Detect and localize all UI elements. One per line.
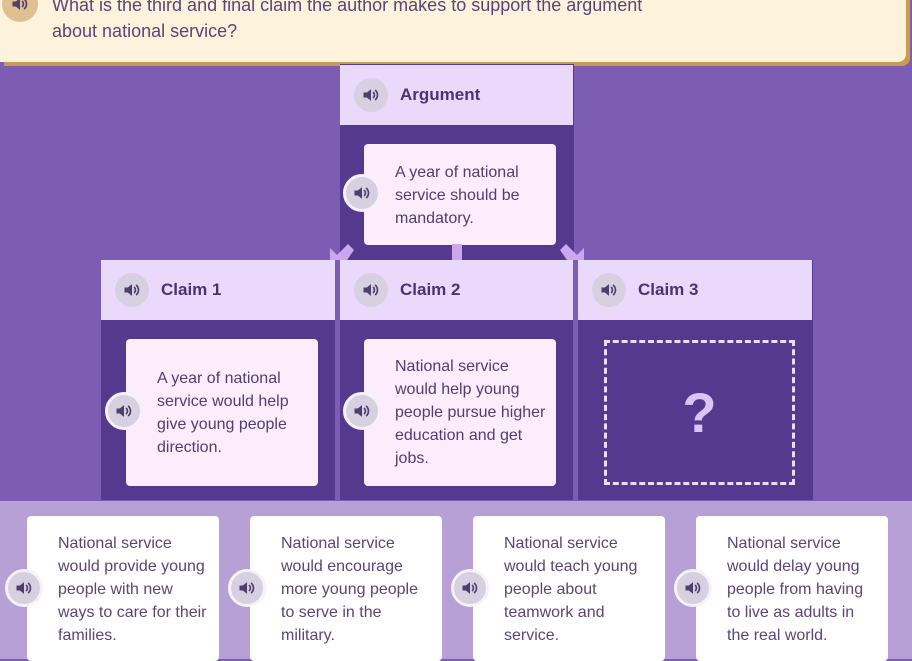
option-1-speaker-button[interactable] (5, 569, 43, 607)
claim-3-header: Claim 3 (578, 260, 812, 320)
placeholder-question-mark: ? (682, 381, 717, 444)
argument-header: Argument (340, 65, 573, 125)
argument-speaker-button[interactable] (354, 78, 388, 112)
option-card-2[interactable]: National service would encourage more yo… (228, 516, 442, 661)
option-4-text: National service would delay young peopl… (727, 535, 864, 644)
speaker-icon (460, 578, 480, 598)
claim-1-text: A year of national service would help gi… (157, 370, 289, 456)
option-1-text: National service would provide young peo… (58, 535, 207, 644)
claim-3-drop-zone[interactable]: ? (604, 340, 795, 485)
claim-2-speaker-button[interactable] (354, 273, 388, 307)
speaker-icon (114, 401, 134, 421)
speaker-icon (237, 578, 257, 598)
speaker-icon (352, 183, 372, 203)
column-divider (335, 260, 340, 500)
argument-header-label: Argument (400, 85, 481, 104)
option-4-speaker-button[interactable] (674, 569, 712, 607)
column-divider (573, 260, 578, 500)
speaker-icon (361, 280, 381, 300)
claim-3-header-label: Claim 3 (638, 280, 699, 299)
option-3-text: National service would teach young peopl… (504, 535, 638, 644)
speaker-icon (10, 0, 30, 14)
option-card-1[interactable]: National service would provide young peo… (5, 516, 219, 661)
option-3-speaker-button[interactable] (451, 569, 489, 607)
argument-card: A year of national service should be man… (343, 144, 556, 245)
option-2-text: National service would encourage more yo… (281, 535, 418, 644)
claim-2-header-label: Claim 2 (400, 280, 461, 299)
option-card-3[interactable]: National service would teach young peopl… (451, 516, 665, 661)
speaker-icon (683, 578, 703, 598)
claim-1-card-speaker-button[interactable] (105, 392, 143, 430)
claim-2-card: National service would help young people… (343, 339, 556, 486)
claim-1-card: A year of national service would help gi… (105, 339, 318, 486)
option-2-speaker-button[interactable] (228, 569, 266, 607)
claim-1-header-label: Claim 1 (161, 280, 222, 299)
claim-3-speaker-button[interactable] (592, 273, 626, 307)
question-text: What is the third and final claim the au… (52, 0, 643, 41)
argument-card-speaker-button[interactable] (343, 174, 381, 212)
claim-2-card-speaker-button[interactable] (343, 392, 381, 430)
speaker-icon (14, 578, 34, 598)
question-speaker-button[interactable] (2, 0, 38, 22)
speaker-icon (352, 401, 372, 421)
speaker-icon (122, 280, 142, 300)
argument-text: A year of national service should be man… (395, 164, 520, 227)
question-bar (0, 0, 906, 62)
speaker-icon (599, 280, 619, 300)
speaker-icon (361, 85, 381, 105)
claim-2-header: Claim 2 (340, 260, 573, 320)
claim-1-speaker-button[interactable] (115, 273, 149, 307)
claim-1-header: Claim 1 (101, 260, 335, 320)
claim-2-text: National service would help young people… (395, 358, 546, 467)
option-card-4[interactable]: National service would delay young peopl… (674, 516, 888, 661)
